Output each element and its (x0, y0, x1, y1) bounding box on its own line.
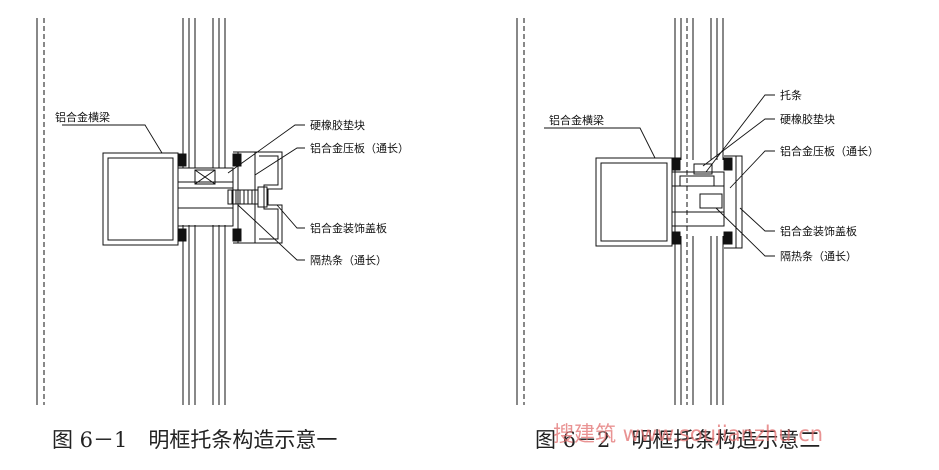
label-rubber-block-1: 硬橡胶垫块 (310, 118, 365, 132)
label-crossbeam-2: 铝合金横梁 (549, 113, 604, 127)
crossbeam-box-1 (102, 152, 179, 246)
press-plate-1 (233, 151, 256, 244)
bracket-2 (679, 175, 715, 186)
label-insulation-strip-2: 隔热条（通长） (780, 249, 857, 263)
figure-1-leaders (62, 124, 305, 261)
transom-body-1 (177, 167, 234, 227)
crossbeam-box-2 (595, 157, 673, 247)
rubber-block-1 (194, 169, 216, 185)
gasket-upper-1 (177, 153, 187, 167)
press-plate-2 (724, 155, 737, 249)
insulator-2 (699, 193, 723, 209)
cover-plate-2 (736, 155, 743, 249)
label-rubber-block-2: 硬橡胶垫块 (780, 112, 835, 126)
label-cover-plate-1: 铝合金装饰盖板 (310, 221, 387, 235)
caption-figure-1: 图 6－1 明框托条构造示意一 (52, 428, 337, 452)
label-cover-plate-2: 铝合金装饰盖板 (780, 224, 857, 238)
transom-body-2 (671, 171, 725, 227)
figure-2-drawing (516, 18, 743, 405)
watermark: 搜建筑 www.soujianzhu.cn (553, 422, 823, 446)
label-press-plate-1: 铝合金压板（通长） (310, 141, 409, 155)
caption-figure-2: 图 6－2 明框托条构造示意二 (535, 428, 820, 452)
gasket-lower-1 (177, 228, 187, 242)
figure-2-leaders (544, 94, 775, 257)
label-crossbeam-1: 铝合金横梁 (55, 110, 110, 124)
label-press-plate-2: 铝合金压板（通长） (780, 144, 879, 158)
label-bracket-2: 托条 (780, 88, 802, 102)
label-insulation-strip-1: 隔热条（通长） (310, 253, 387, 267)
rubber-block-2 (693, 163, 713, 175)
figure-1-drawing (36, 18, 283, 405)
